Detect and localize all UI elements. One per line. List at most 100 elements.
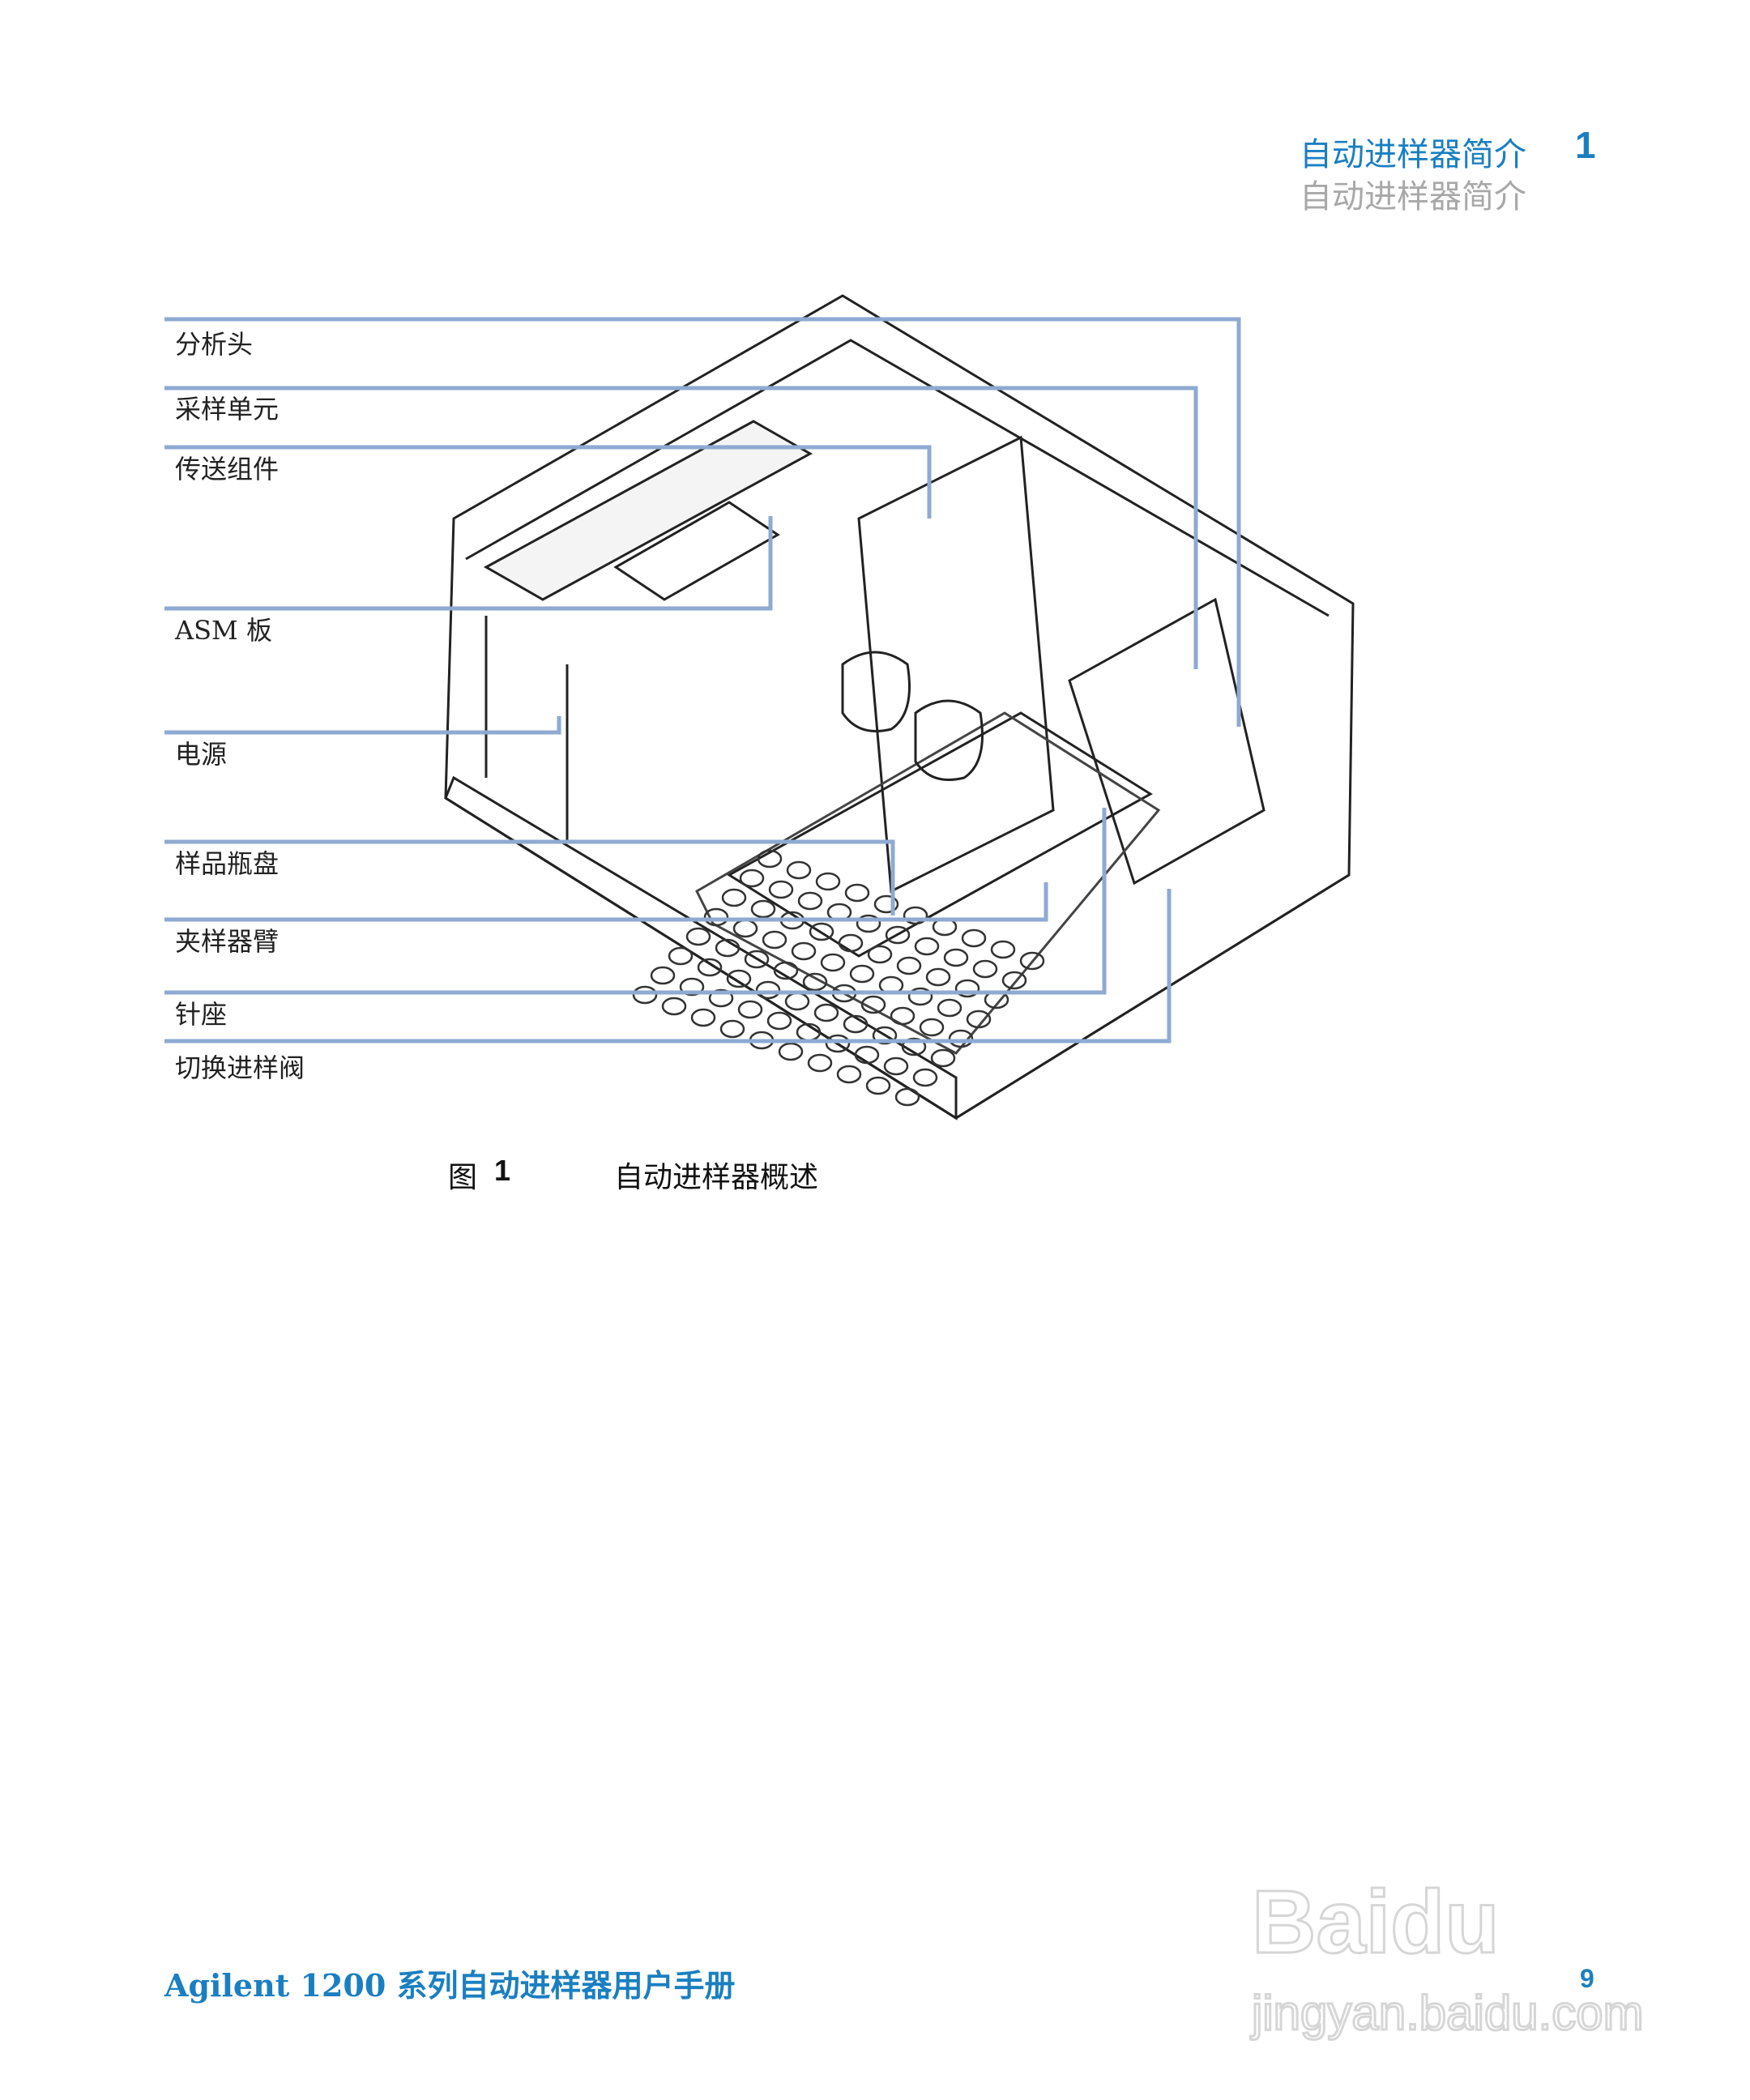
vial bbox=[856, 914, 881, 933]
callout-line-gripper-arm bbox=[164, 882, 1048, 922]
vial bbox=[732, 919, 758, 938]
vial bbox=[890, 1006, 916, 1026]
vial bbox=[697, 958, 723, 977]
vial bbox=[925, 967, 951, 987]
vial bbox=[773, 961, 799, 980]
callout-analysis-head: 分析头 bbox=[175, 329, 254, 360]
vial bbox=[715, 938, 741, 958]
vial bbox=[755, 980, 781, 1000]
vial bbox=[894, 1087, 920, 1107]
callout-gripper-arm: 夹样器臂 bbox=[175, 926, 280, 957]
vial bbox=[836, 1065, 862, 1084]
baidu-watermark: Baidu jingyan.baidu.com bbox=[1249, 1872, 1645, 2042]
vial bbox=[907, 987, 933, 1006]
vial bbox=[744, 950, 770, 969]
callout-needle-seat: 针座 bbox=[175, 999, 228, 1030]
vial bbox=[668, 946, 694, 966]
callout-injection-valve: 切换进样阀 bbox=[175, 1052, 305, 1083]
vial bbox=[990, 940, 1016, 959]
vial bbox=[809, 922, 834, 941]
callout-line-analysis-head bbox=[164, 317, 1241, 727]
vial bbox=[883, 1056, 909, 1076]
vial bbox=[768, 880, 794, 899]
callout-transport-assembly: 传送组件 bbox=[175, 454, 280, 484]
svg-text:jingyan.baidu.com: jingyan.baidu.com bbox=[1250, 1986, 1644, 2040]
vial bbox=[721, 888, 747, 907]
vial bbox=[679, 977, 705, 997]
vial bbox=[650, 966, 676, 985]
vial bbox=[885, 925, 911, 945]
vial bbox=[1001, 971, 1027, 990]
vial bbox=[820, 953, 846, 972]
vial bbox=[791, 941, 817, 961]
vial bbox=[784, 992, 810, 1011]
vial bbox=[825, 1034, 851, 1053]
vial bbox=[919, 1018, 945, 1037]
svg-text:Baidu: Baidu bbox=[1252, 1872, 1500, 1972]
page-number: 9 bbox=[1580, 1964, 1594, 1993]
chapter-title: 自动进样器简介 bbox=[1300, 136, 1526, 173]
vial bbox=[778, 1042, 804, 1061]
vial bbox=[901, 1037, 927, 1056]
vial bbox=[914, 937, 940, 956]
vial bbox=[739, 869, 765, 888]
vial bbox=[961, 928, 987, 948]
vial bbox=[661, 997, 687, 1016]
vial bbox=[807, 1053, 833, 1073]
vial bbox=[843, 1014, 869, 1034]
vial bbox=[685, 927, 711, 946]
callout-line-transport-assembly bbox=[164, 445, 932, 519]
vial bbox=[813, 1003, 839, 1022]
vial bbox=[802, 972, 828, 992]
vial bbox=[873, 894, 899, 914]
vial bbox=[632, 985, 658, 1005]
vial bbox=[786, 860, 812, 880]
vial bbox=[762, 930, 788, 950]
vial bbox=[865, 1076, 891, 1095]
callout-line-power-supply bbox=[164, 716, 561, 735]
vial bbox=[930, 1048, 956, 1068]
vial bbox=[948, 1029, 974, 1048]
chapter-number: 1 bbox=[1575, 124, 1596, 166]
vial bbox=[860, 995, 886, 1014]
vial bbox=[943, 948, 969, 967]
footer-manual-title: Agilent 1200 系列自动进样器用户手册 bbox=[164, 1967, 736, 2004]
vial bbox=[912, 1068, 938, 1087]
vial bbox=[872, 1026, 898, 1045]
section-title: 自动进样器简介 bbox=[1300, 178, 1526, 216]
vial bbox=[854, 1045, 880, 1065]
callout-line-asm-board bbox=[164, 516, 773, 611]
vial bbox=[815, 872, 841, 891]
vial bbox=[690, 1008, 716, 1027]
figure-caption-text: 自动进样器概述 bbox=[614, 1161, 819, 1194]
callout-line-needle-seat bbox=[164, 808, 1107, 995]
vial bbox=[757, 849, 783, 869]
vial bbox=[849, 964, 875, 984]
vial bbox=[797, 891, 823, 911]
vial bbox=[954, 979, 980, 998]
figure-caption-label: 图 bbox=[448, 1161, 478, 1194]
vial bbox=[766, 1011, 792, 1031]
callout-asm-board: ASM 板 bbox=[175, 615, 272, 646]
vial bbox=[1019, 951, 1045, 971]
vial bbox=[737, 1000, 763, 1019]
vial bbox=[838, 933, 864, 953]
vial bbox=[719, 1019, 745, 1039]
vial bbox=[937, 998, 962, 1018]
callout-sampling-unit: 采样单元 bbox=[175, 394, 280, 425]
vial bbox=[708, 988, 734, 1008]
vial bbox=[726, 969, 752, 988]
callout-lines bbox=[164, 317, 1241, 1044]
callout-line-vial-tray bbox=[164, 839, 895, 916]
vial bbox=[703, 907, 729, 927]
callout-power-supply: 电源 bbox=[175, 739, 228, 770]
vial bbox=[867, 945, 893, 964]
vial bbox=[903, 906, 928, 925]
callout-vial-tray: 样品瓶盘 bbox=[175, 848, 280, 879]
callout-line-injection-valve bbox=[164, 889, 1172, 1044]
vial bbox=[966, 1009, 992, 1029]
vial bbox=[750, 899, 776, 919]
figure-caption-number: 1 bbox=[494, 1154, 511, 1187]
callout-line-sampling-unit bbox=[164, 386, 1198, 669]
